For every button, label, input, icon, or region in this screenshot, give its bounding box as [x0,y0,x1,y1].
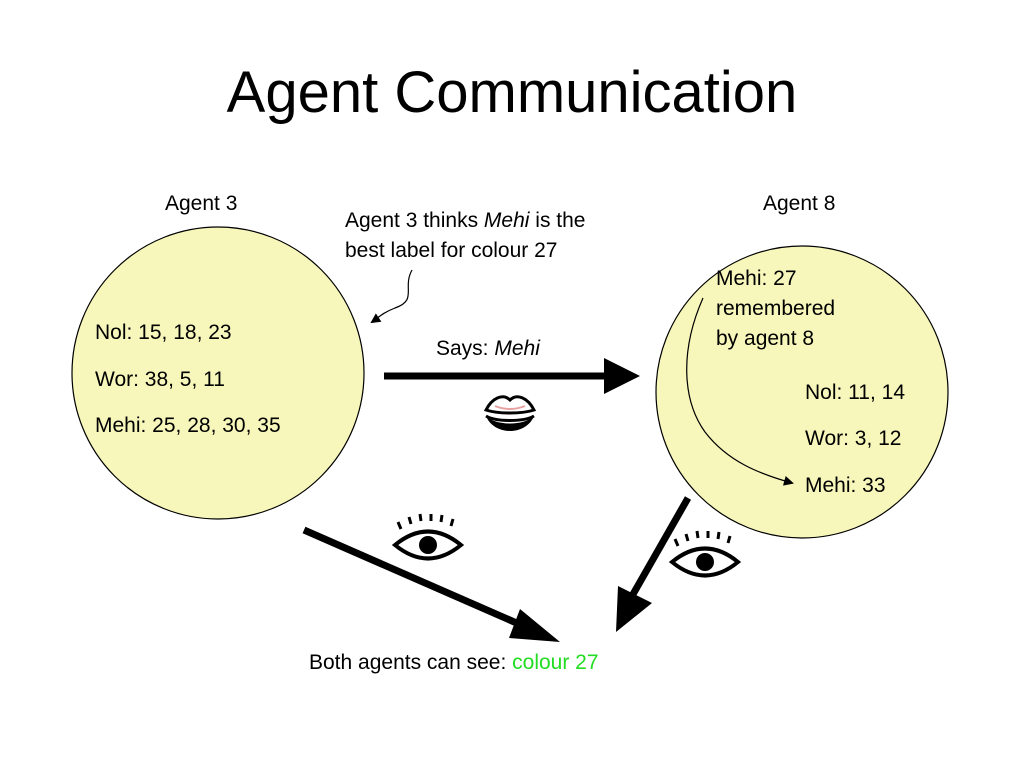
agent3-sight-arrow [302,526,560,642]
bottom-caption: Both agents can see: colour 27 [309,651,599,674]
agent3-label: Agent 3 [165,192,238,215]
agent3-lexicon-nol: Nol: 15, 18, 23 [95,321,232,344]
memory-line-2: remembered [716,297,836,320]
memory-line-3: by agent 8 [716,327,815,350]
says-arrow [384,358,640,394]
agent8-label: Agent 8 [763,192,836,215]
agent8-lexicon-nol: Nol: 11, 14 [805,381,906,404]
memory-line-1: Mehi: 27 [716,267,797,290]
agent8-lexicon-wor: Wor: 3, 12 [805,427,902,450]
agent8-eye-icon [668,530,742,578]
highlight-colour: colour 27 [512,651,599,674]
agent3-lexicon-wor: Wor: 38, 5, 11 [95,368,225,391]
agent8-lexicon-mehi: Mehi: 33 [805,474,886,497]
thought-line-1: Agent 3 thinks Mehi is the [345,209,586,232]
memory-pointer [686,297,794,486]
page-title: Agent Communication [226,60,798,125]
agent3-eye-icon [391,513,465,561]
thought-pointer [370,269,413,324]
agent3-lexicon-mehi: Mehi: 25, 28, 30, 35 [95,414,281,437]
agent8-sight-arrow [616,496,692,632]
says-label: Says: Mehi [436,337,540,360]
agent3-circle [71,226,365,520]
thought-annotation: Agent 3 thinks Mehi is the best label fo… [345,206,585,266]
agent8-memory: Mehi: 27 remembered by agent 8 [716,264,835,354]
thought-line-2: best label for colour 27 [345,239,558,262]
lips-icon [483,395,537,431]
agent8-circle [655,245,949,539]
